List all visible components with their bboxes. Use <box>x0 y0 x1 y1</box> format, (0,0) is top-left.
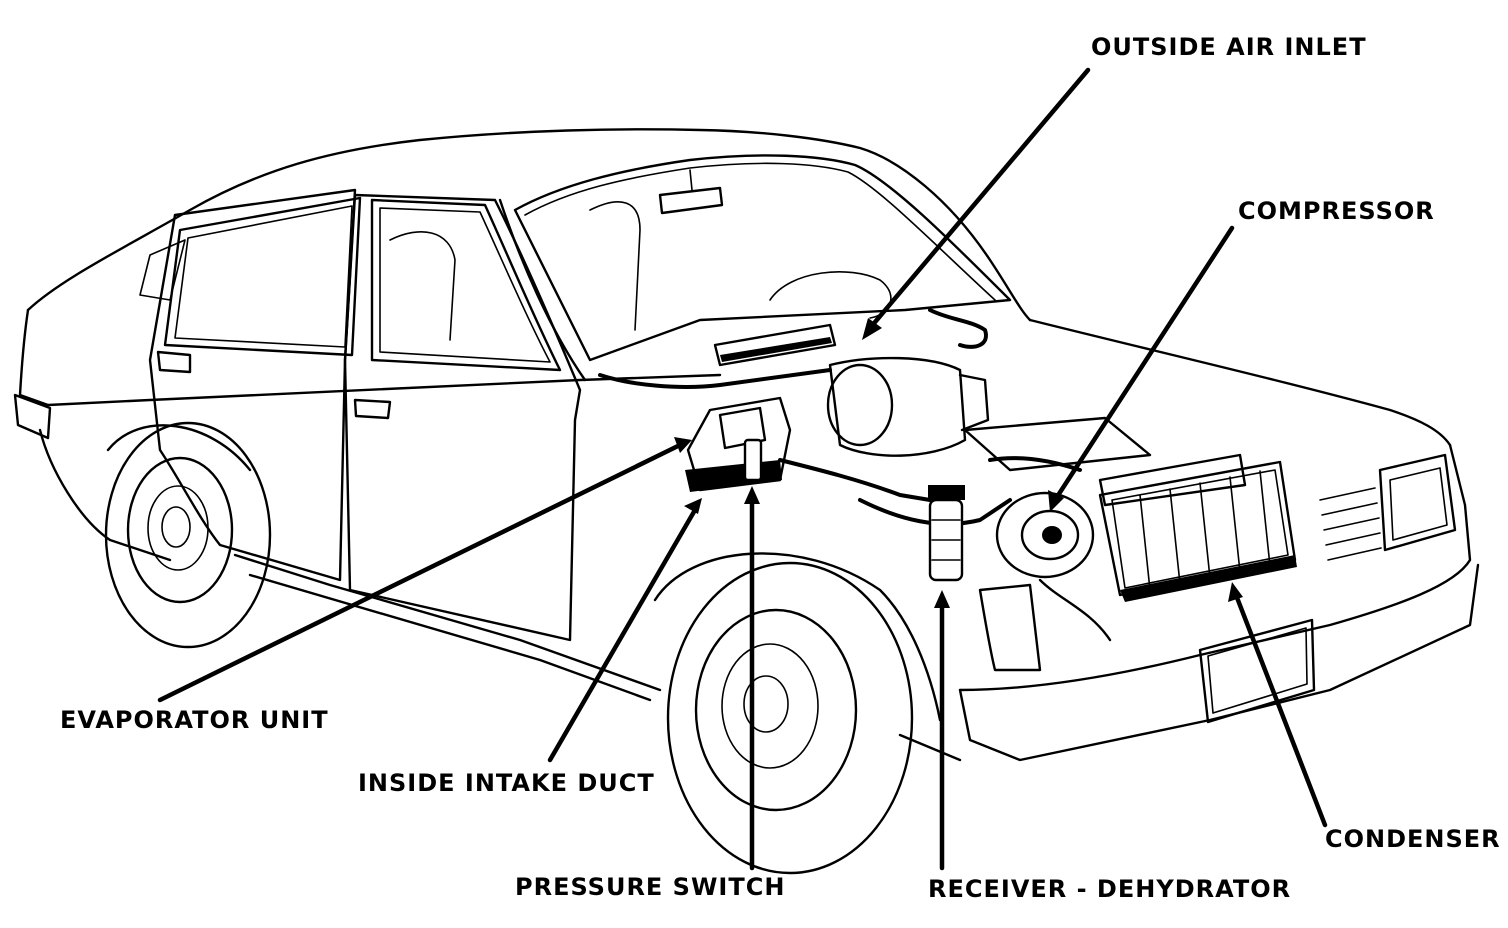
body-beltline <box>18 308 722 407</box>
rear-door <box>148 188 357 582</box>
license-plate <box>1198 618 1316 724</box>
pointer-condenser <box>1233 592 1328 828</box>
condenser-drawing <box>1098 460 1297 602</box>
label-receiver-dehydrator: RECEIVER - DEHYDRATOR <box>928 875 1292 903</box>
compressor-drawing <box>995 491 1112 642</box>
rear-wheel <box>104 421 272 649</box>
grille <box>1319 487 1382 561</box>
pressure-switch-drawing <box>743 438 763 482</box>
windshield <box>513 154 1012 362</box>
front-door <box>343 193 582 642</box>
label-inside-intake-duct: INSIDE INTAKE DUCT <box>358 769 655 797</box>
pointer-evaporator-unit <box>157 442 683 703</box>
engine-top <box>963 416 1247 507</box>
label-compressor: COMPRESSOR <box>1238 197 1435 225</box>
quarter-window <box>139 239 186 301</box>
headlight <box>1378 453 1457 552</box>
evaporator-unit-drawing <box>685 396 792 492</box>
front-seat <box>389 231 456 341</box>
rocker-line <box>248 573 652 702</box>
label-outside-air-inlet: OUTSIDE AIR INLET <box>1091 33 1367 61</box>
outside-air-inlet-duct <box>713 308 988 367</box>
rear-window <box>163 196 362 357</box>
label-pressure-switch: PRESSURE SWITCH <box>515 873 786 901</box>
front-door-handle <box>353 398 392 420</box>
callout-pointers <box>157 67 1328 871</box>
front-wheel <box>653 552 942 875</box>
a-pillar <box>498 198 587 382</box>
rearview-mirror <box>658 186 724 215</box>
driver-seat <box>589 201 641 331</box>
receiver-dehydrator-drawing <box>928 485 965 582</box>
pointer-outside-air-inlet <box>867 67 1091 331</box>
front-window <box>370 198 562 372</box>
blower-housing <box>826 356 990 457</box>
rear-bumper <box>13 393 52 440</box>
rear-door-handle <box>156 350 192 374</box>
hood-leading-edge <box>1028 318 1452 447</box>
roof-outline <box>26 128 1032 322</box>
label-evaporator-unit: EVAPORATOR UNIT <box>60 706 329 734</box>
front-bumper <box>958 563 1480 762</box>
pointer-compressor <box>1052 225 1235 503</box>
near-headlight <box>978 583 1042 672</box>
label-condenser: CONDENSER <box>1325 825 1501 853</box>
pointer-inside-intake-duct <box>547 507 698 763</box>
